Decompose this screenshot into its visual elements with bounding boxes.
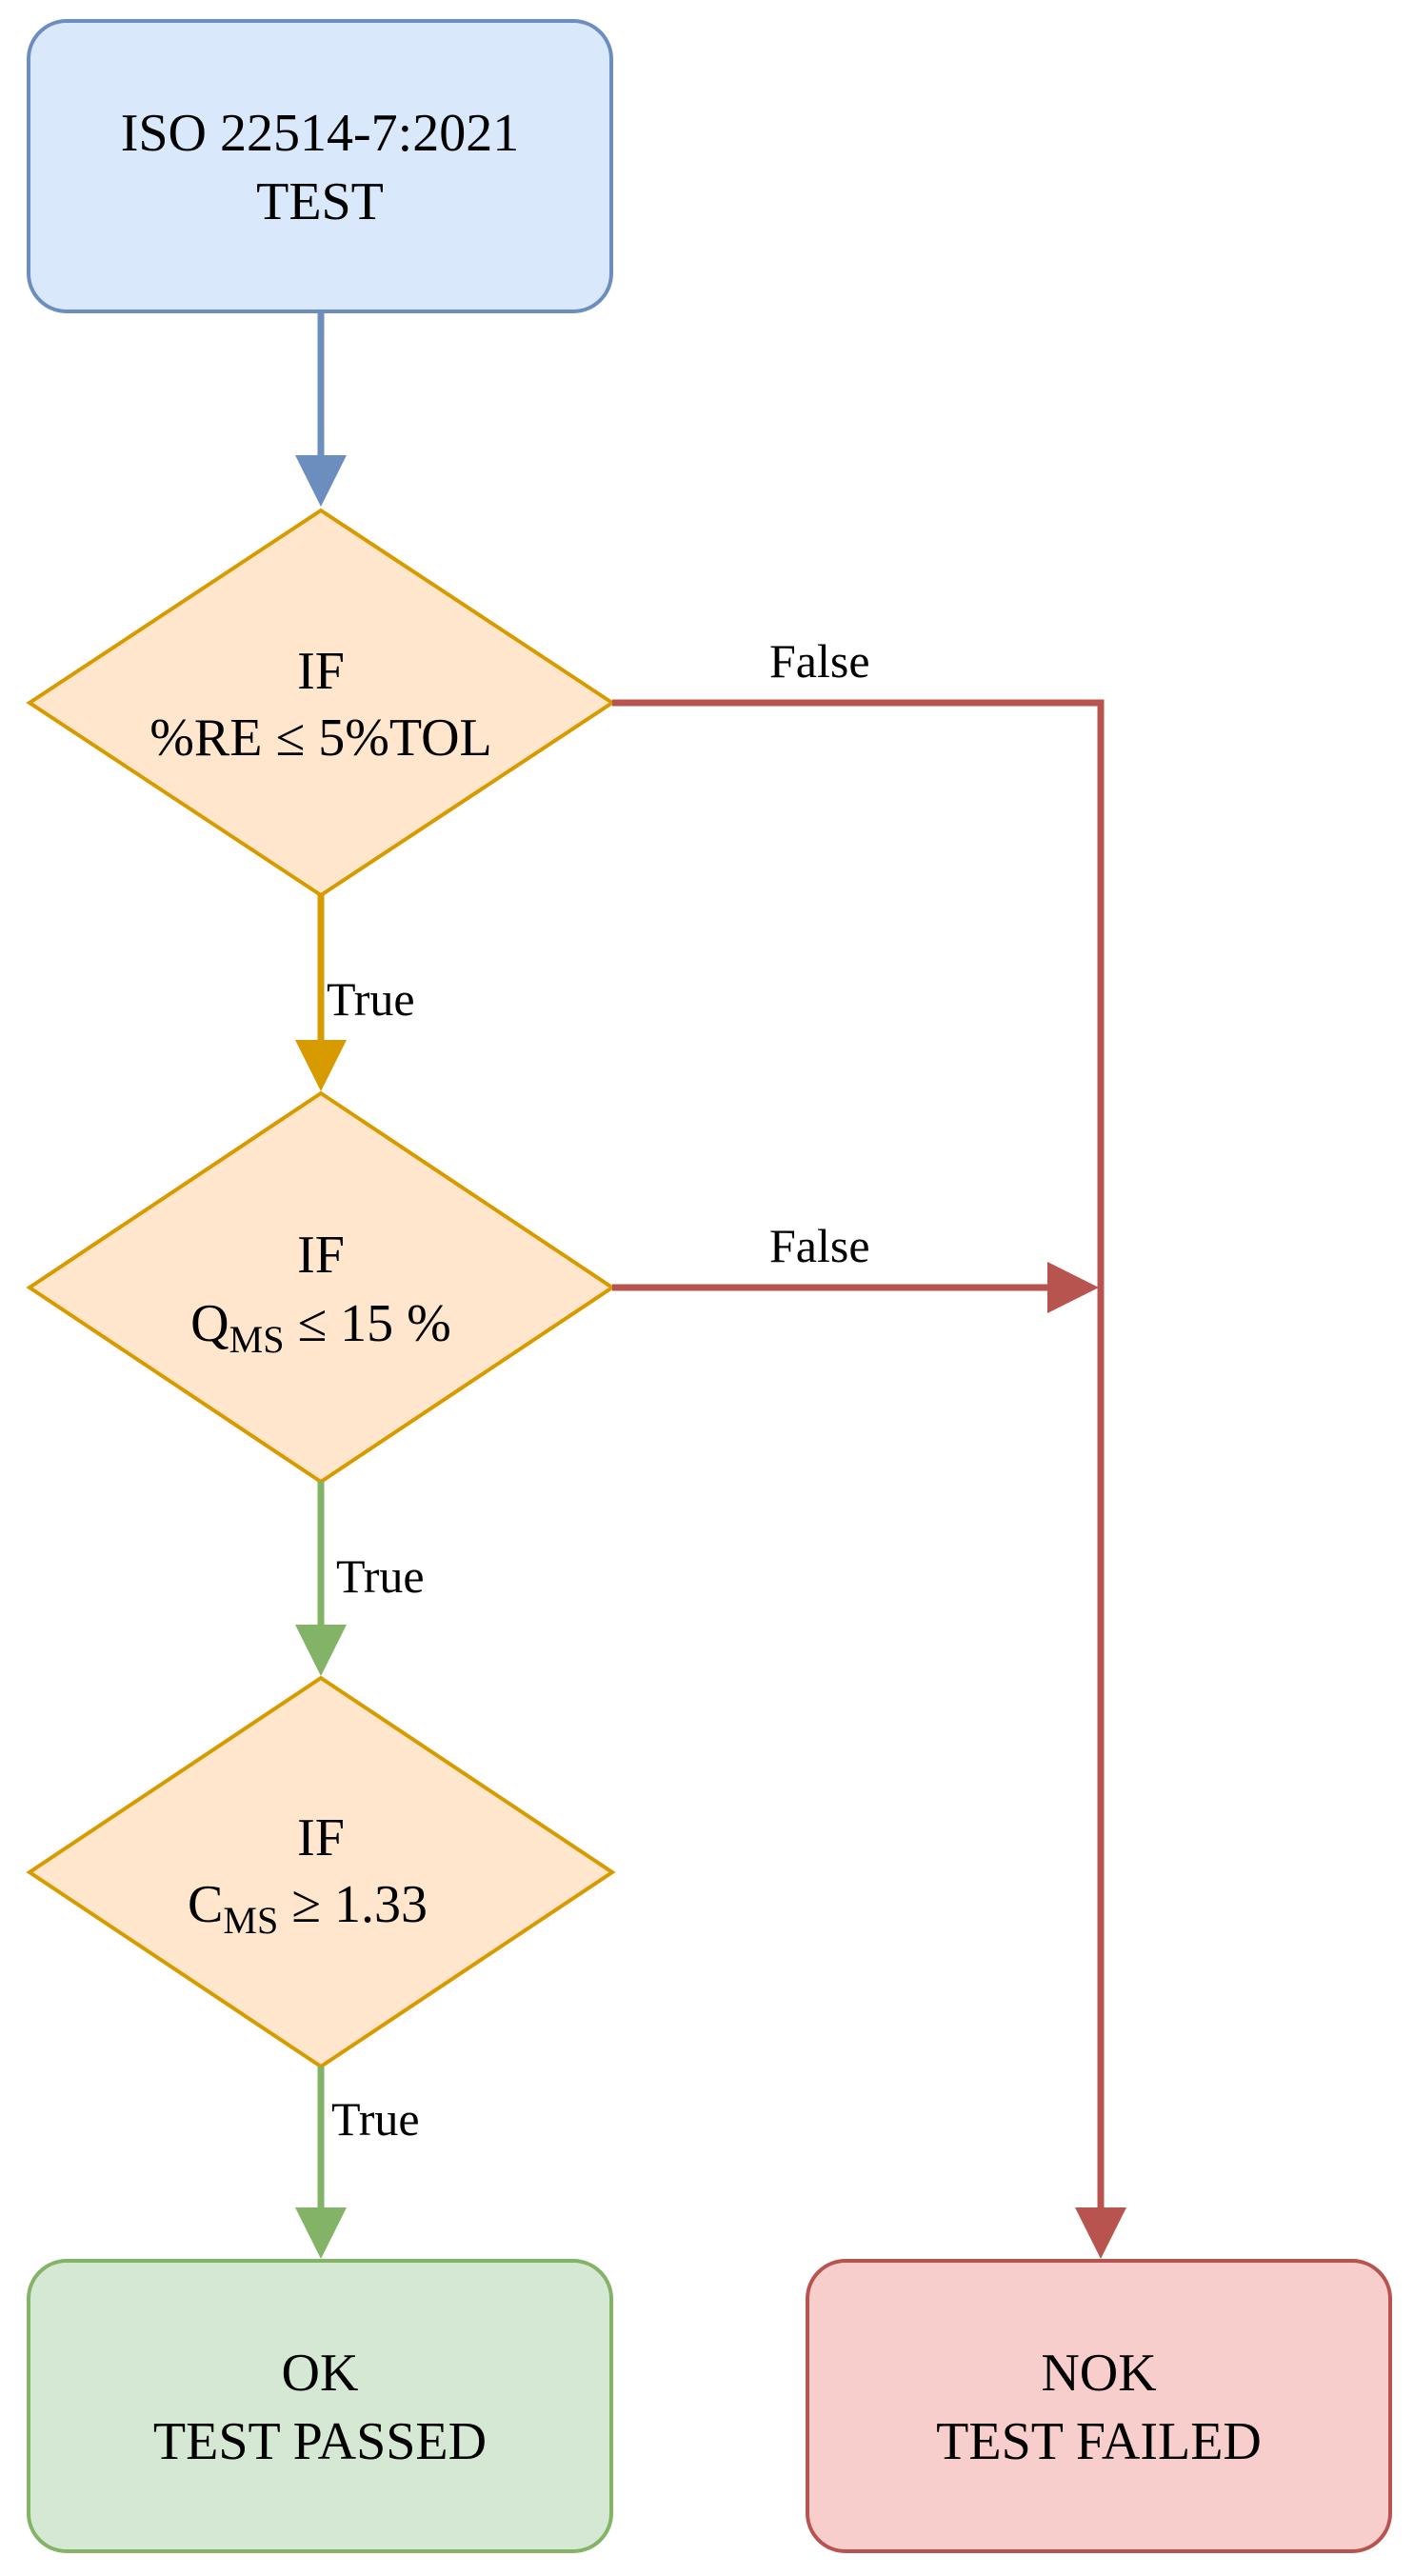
arrowhead-icon (295, 2207, 347, 2259)
start-box (27, 19, 613, 313)
nok-line2: TEST FAILED (936, 2412, 1262, 2471)
start-line2: TEST (256, 172, 384, 231)
ok-line2: TEST PASSED (153, 2412, 487, 2471)
decision1-diamond (26, 508, 616, 898)
decision1-if: IF (297, 642, 345, 701)
decision1-condition-text: %RE ≤ 5%TOL (149, 709, 491, 768)
start-node: ISO 22514-7:2021 TEST (27, 19, 613, 313)
decision2-if: IF (297, 1226, 345, 1285)
edge-decision3-true: True (295, 2067, 420, 2259)
edge-line (612, 699, 1105, 2207)
edge-decision1-false: False (612, 634, 1126, 2259)
edge-decision2-false: False (612, 1219, 1099, 1313)
decision2-condition: QMS ≤ 15 % (190, 1294, 451, 1361)
nok-box (806, 2259, 1392, 2553)
decision2-false-label: False (769, 1219, 870, 1272)
decision3-node: IF CMS ≥ 1.33 (26, 1675, 616, 2069)
decision3-condition-text: ≥ 1.33 (278, 1875, 428, 1934)
decision3-if: IF (297, 1808, 345, 1867)
arrowhead-icon (1047, 1262, 1099, 1313)
arrowhead-icon (295, 455, 347, 507)
decision2-subscript: MS (229, 1318, 285, 1361)
decision2-symbol: Q (190, 1294, 229, 1353)
decision2-diamond (26, 1090, 616, 1485)
decision1-true-label: True (327, 972, 415, 1026)
decision1-condition: %RE ≤ 5%TOL (149, 709, 491, 768)
edge-decision2-true: True (295, 1482, 425, 1676)
nok-line1: NOK (1041, 2344, 1156, 2403)
decision2-condition-text: ≤ 15 % (284, 1294, 450, 1353)
decision3-true-label: True (331, 2092, 420, 2146)
ok-box (27, 2259, 613, 2553)
decision2-true-label: True (336, 1549, 425, 1603)
decision3-subscript: MS (223, 1899, 278, 1942)
arrowhead-icon (295, 1625, 347, 1676)
arrowhead-icon (1075, 2207, 1126, 2259)
nok-node: NOK TEST FAILED (806, 2259, 1392, 2553)
start-line1: ISO 22514-7:2021 (121, 104, 519, 163)
edge-decision1-true: True (295, 895, 415, 1091)
decision2-node: IF QMS ≤ 15 % (26, 1090, 616, 1485)
arrowhead-icon (295, 1040, 347, 1091)
decision3-symbol: C (188, 1875, 223, 1934)
decision3-diamond (26, 1675, 616, 2069)
ok-node: OK TEST PASSED (27, 2259, 613, 2553)
decision1-node: IF %RE ≤ 5%TOL (26, 508, 616, 898)
decision3-condition: CMS ≥ 1.33 (188, 1875, 428, 1942)
ok-line1: OK (282, 2344, 359, 2403)
edge-start-to-decision1 (295, 312, 347, 507)
decision1-false-label: False (769, 634, 870, 688)
